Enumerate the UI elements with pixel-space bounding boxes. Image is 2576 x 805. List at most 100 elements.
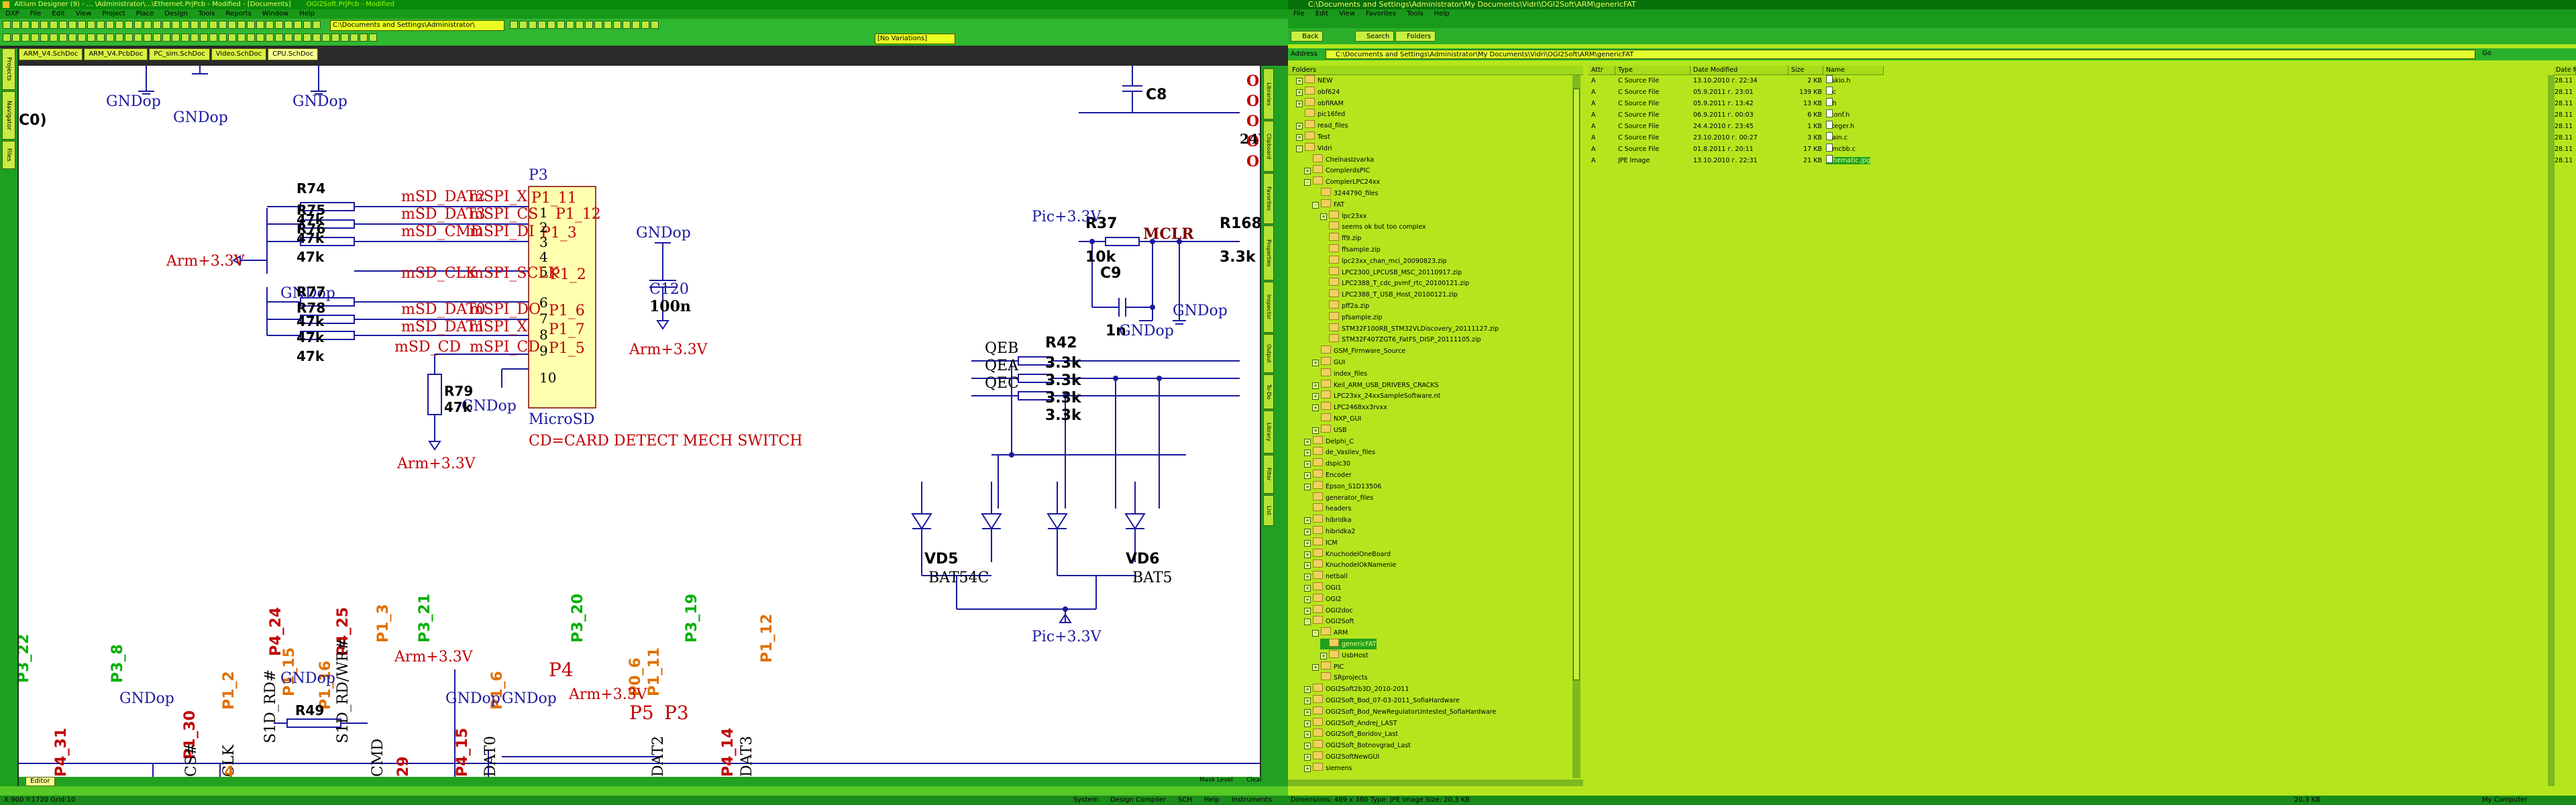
toolbar-button[interactable] [547, 21, 555, 29]
toolbar-button[interactable] [237, 21, 246, 29]
folder-tree-item[interactable]: +OGI1 [1304, 582, 1342, 593]
address-input[interactable]: C:\Documents and Settings\Administrator\… [1326, 50, 2475, 59]
folder-tree-item[interactable]: STM32F100RB_STM32VLDiscovery_20111127.zi… [1320, 323, 1499, 334]
tree-expander[interactable]: + [1312, 427, 1319, 434]
folder-tree-item[interactable]: +Keil_ARM_USB_DRIVERS_CRACKS [1312, 379, 1439, 390]
toolbar-button[interactable] [209, 21, 217, 29]
tree-expander[interactable]: + [1304, 551, 1311, 558]
toolbar-button[interactable] [68, 34, 76, 42]
panel-tab-inspector[interactable]: Inspector [1263, 282, 1274, 333]
folder-tree-item[interactable]: ChelnasIzvarka [1304, 154, 1374, 165]
folder-tree-item[interactable]: +LPC2468xx3rvxx [1312, 402, 1387, 413]
doc-tab[interactable]: ARM_V4.PcbDoc [84, 48, 148, 60]
tree-expander[interactable]: + [1304, 743, 1311, 750]
folder-tree-item[interactable]: 3244790_files [1312, 188, 1378, 199]
column-header-size[interactable]: Size [1788, 66, 1823, 75]
menu-item-window[interactable]: Window [262, 10, 289, 17]
tree-expander[interactable]: + [1304, 708, 1311, 716]
tree-expander[interactable]: - [1312, 630, 1319, 637]
toolbar-button[interactable] [284, 21, 292, 29]
folder-tree-scrollbar[interactable] [1572, 75, 1580, 778]
toolbar-button[interactable] [266, 21, 274, 29]
folder-tree-item[interactable]: +Test [1296, 131, 1330, 142]
toolbar-button[interactable] [87, 21, 95, 29]
folder-tree-item[interactable]: +OGI2SoftNewGUI [1304, 751, 1379, 762]
tree-expander[interactable]: + [1312, 393, 1319, 400]
tree-expander[interactable]: - [1312, 201, 1319, 209]
tree-expander[interactable]: + [1304, 731, 1311, 739]
doc-tab[interactable]: ARM_V4.SchDoc [19, 48, 83, 60]
tree-expander[interactable]: + [1304, 765, 1311, 772]
menu-item-edit[interactable]: Edit [52, 10, 65, 17]
folder-tree-item[interactable]: +OGI2 [1304, 593, 1342, 604]
menu-item-place[interactable]: Place [136, 10, 154, 17]
tree-expander[interactable]: + [1296, 78, 1303, 85]
toolbar-button[interactable] [125, 21, 133, 29]
toolbar-button[interactable] [322, 34, 330, 42]
toolbar-button[interactable] [31, 34, 39, 42]
toolbar-button[interactable] [97, 21, 105, 29]
folder-tree-item[interactable]: +ComplerdsPIC [1304, 165, 1370, 176]
folder-tree-item[interactable]: +ICM [1304, 537, 1338, 548]
folder-tree-item[interactable]: +lpc23xx [1320, 210, 1366, 221]
column-header-name[interactable]: Name [1823, 66, 1884, 75]
toolbar-button[interactable] [125, 34, 133, 42]
toolbar-button[interactable] [59, 21, 67, 29]
folder-tree-item[interactable]: pfsample.zip [1320, 311, 1383, 323]
folder-tree-item[interactable]: NXP_GUI [1312, 413, 1361, 424]
folder-tree-item[interactable]: ff9.zip [1320, 233, 1361, 244]
tree-expander[interactable]: + [1304, 562, 1311, 570]
status-item[interactable]: Instruments [1231, 796, 1272, 804]
folder-tree-item[interactable]: genericFAT [1320, 639, 1377, 649]
panel-tab-files[interactable]: Files [2, 141, 15, 169]
status-item[interactable]: Design Compiler [1110, 796, 1167, 804]
tree-expander[interactable]: + [1304, 686, 1311, 694]
folder-tree-item[interactable]: +de_Vasilev_files [1304, 447, 1375, 458]
toolbar-button[interactable] [172, 34, 180, 42]
folder-tree-item[interactable]: +OGI2Soft2b3D_2010-2011 [1304, 684, 1409, 694]
tree-expander[interactable]: + [1320, 652, 1327, 659]
folder-tree-item[interactable]: GSM_Firmware_Source [1312, 345, 1405, 356]
panel-tab-list[interactable]: List [1263, 495, 1274, 526]
explorer-menu-favorites[interactable]: Favorites [1365, 10, 1397, 17]
panel-tab-output[interactable]: Output [1263, 334, 1274, 373]
toolbar-button[interactable] [106, 34, 114, 42]
menu-item-file[interactable]: File [30, 10, 42, 17]
folder-tree-item[interactable]: +KnuchodelOkNamenie [1304, 559, 1396, 570]
back-button[interactable]: Back [1291, 31, 1324, 42]
mask-level[interactable]: Mask Level [1199, 777, 1233, 784]
panel-tab-projects[interactable]: Projects [2, 48, 15, 90]
editor-tab[interactable]: Editor [25, 777, 55, 786]
folder-tree-item[interactable]: +dspic30 [1304, 458, 1350, 469]
folder-tree-item[interactable]: pic16fed [1296, 109, 1345, 119]
folder-tree-item[interactable]: lpc23xx_chan_mci_20090823.zip [1320, 255, 1447, 266]
toolbar-button[interactable] [360, 34, 368, 42]
toolbar-button[interactable] [162, 21, 170, 29]
panel-tab-to-do[interactable]: To-Do [1263, 374, 1274, 409]
toolbar-button[interactable] [256, 21, 264, 29]
tree-expander[interactable]: + [1304, 472, 1311, 479]
column-header-date-modified[interactable]: Date Modified [1690, 66, 1788, 75]
toolbar-button[interactable] [538, 21, 546, 29]
toolbar-button[interactable] [651, 21, 659, 29]
column-header-attr[interactable]: Attr [1589, 66, 1615, 75]
tree-expander[interactable]: + [1304, 461, 1311, 468]
folder-tree-item[interactable]: +NEW [1296, 75, 1333, 86]
toolbar-button[interactable] [341, 34, 349, 42]
toolbar-button[interactable] [12, 34, 20, 42]
tree-expander[interactable]: + [1304, 574, 1311, 581]
toolbar-button[interactable] [153, 21, 161, 29]
toolbar-button[interactable] [566, 21, 574, 29]
tree-expander[interactable]: + [1304, 168, 1311, 175]
folder-tree-item[interactable]: generator_files [1304, 492, 1373, 503]
folder-tree-item[interactable]: LPC2388_T_USB_Host_20100121.zip [1320, 289, 1458, 300]
folder-tree-item[interactable]: STM32F407ZGT6_FatFS_DISP_20111105.zip [1320, 334, 1481, 345]
toolbar-button[interactable] [209, 34, 217, 42]
toolbar-button[interactable] [275, 34, 283, 42]
status-item[interactable]: System [1073, 796, 1099, 804]
